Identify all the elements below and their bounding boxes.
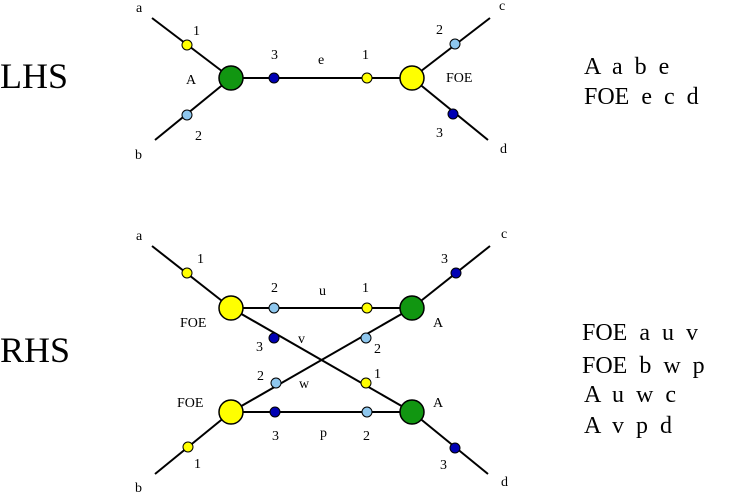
rhs-free-c: c — [501, 227, 507, 242]
rhs-port-d-3 — [449, 442, 461, 454]
lhs-port-a-2 — [181, 109, 193, 121]
rhs-port-v-left-3-label: 3 — [256, 340, 263, 355]
rhs-agent-foe-bottom-node — [218, 399, 244, 425]
lhs-free-b: b — [135, 148, 142, 163]
rhs-agent-a-bottom-node — [399, 399, 425, 425]
lhs-free-c: c — [499, 0, 505, 14]
lhs-port-foe-3 — [447, 108, 459, 120]
rhs-port-a-1-label: 1 — [197, 252, 204, 267]
lhs-rule-2: FOE e c d — [584, 84, 699, 110]
rhs-port-p-right-2 — [361, 406, 373, 418]
rhs-rule-3: A u w c — [584, 382, 676, 408]
rhs-port-w-left-2-label: 2 — [257, 369, 264, 384]
rhs-edge-v-label: v — [298, 332, 305, 347]
rhs-agent-a-bottom-label: A — [433, 396, 444, 411]
rhs-port-p-left-3 — [269, 406, 281, 418]
rhs-agent-a-top-node — [399, 295, 425, 321]
rhs-port-u-right-1 — [361, 302, 373, 314]
lhs-free-d: d — [500, 142, 507, 157]
rhs-port-a-1 — [181, 267, 193, 279]
rhs-port-b-1 — [182, 441, 194, 453]
rhs-edge-a — [151, 245, 232, 309]
rhs-edge-w — [230, 307, 413, 413]
rhs-edge-b — [154, 411, 232, 475]
rhs-rule-1: FOE a u v — [582, 320, 698, 346]
lhs-port-a-3-label: 3 — [271, 48, 278, 63]
rhs-edge-d — [411, 411, 489, 475]
lhs-edge-c — [411, 17, 491, 79]
rhs-port-u-left-2-label: 2 — [271, 281, 278, 296]
rhs-port-u-right-1-label: 1 — [362, 281, 369, 296]
rhs-agent-a-top-label: A — [433, 316, 444, 331]
rhs-port-c-3 — [450, 267, 462, 279]
rhs-free-d: d — [501, 475, 508, 490]
lhs-edge-e-label: e — [318, 53, 324, 68]
lhs-port-a-3 — [268, 72, 280, 84]
rhs-free-a: a — [136, 229, 143, 244]
rhs-port-v-right-1 — [360, 377, 372, 389]
lhs-port-a-1-label: 1 — [193, 24, 200, 39]
lhs-title: LHS — [0, 56, 68, 96]
lhs-port-foe-3-label: 3 — [436, 126, 443, 141]
lhs-port-a-2-label: 2 — [195, 129, 202, 144]
rhs-rule-4: A v p d — [584, 413, 672, 439]
rhs-port-d-3-label: 3 — [440, 458, 447, 473]
rhs-agent-foe-top-node — [218, 295, 244, 321]
rhs-agent-foe-bottom-label: FOE — [177, 396, 203, 411]
rhs-port-b-1-label: 1 — [194, 457, 201, 472]
lhs-free-a: a — [136, 1, 143, 16]
rhs-port-p-right-2-label: 2 — [363, 429, 370, 444]
lhs-agent-foe-node — [399, 65, 425, 91]
lhs-agent-foe-label: FOE — [446, 71, 472, 86]
lhs-port-a-1 — [181, 39, 193, 51]
rhs-port-p-left-3-label: 3 — [272, 429, 279, 444]
rhs-port-v-right-1-label: 1 — [374, 367, 381, 382]
lhs-section: LHS a b c d A FOE e 1 2 3 1 2 3 A a b e … — [0, 0, 699, 163]
rhs-port-c-3-label: 3 — [441, 252, 448, 267]
lhs-port-foe-1 — [361, 72, 373, 84]
lhs-rule-1: A a b e — [584, 54, 669, 80]
lhs-port-foe-2-label: 2 — [436, 23, 443, 38]
rhs-port-w-left-2 — [270, 377, 282, 389]
rhs-edge-p-label: p — [320, 426, 327, 441]
rhs-title: RHS — [0, 330, 70, 370]
rhs-rule-2: FOE b w p — [582, 353, 705, 379]
rhs-section: RHS a b c d FOE FOE A A — [0, 227, 705, 493]
lhs-edge-d — [411, 77, 489, 141]
lhs-port-foe-1-label: 1 — [362, 48, 369, 63]
rhs-free-b: b — [135, 481, 142, 493]
rhs-edge-u-label: u — [319, 284, 326, 299]
rhs-agent-foe-top-label: FOE — [180, 316, 206, 331]
rhs-port-w-right-2-label: 2 — [374, 342, 381, 357]
rhs-edge-w-label: w — [299, 377, 310, 392]
lhs-agent-a-label: A — [186, 73, 197, 88]
lhs-agent-a-node — [218, 65, 244, 91]
rhs-edge-c — [411, 245, 491, 309]
rhs-port-v-left-3 — [268, 332, 280, 344]
rhs-port-u-left-2 — [268, 302, 280, 314]
lhs-port-foe-2 — [449, 38, 461, 50]
rhs-port-w-right-2 — [360, 332, 372, 344]
lhs-edge-b — [154, 77, 232, 141]
